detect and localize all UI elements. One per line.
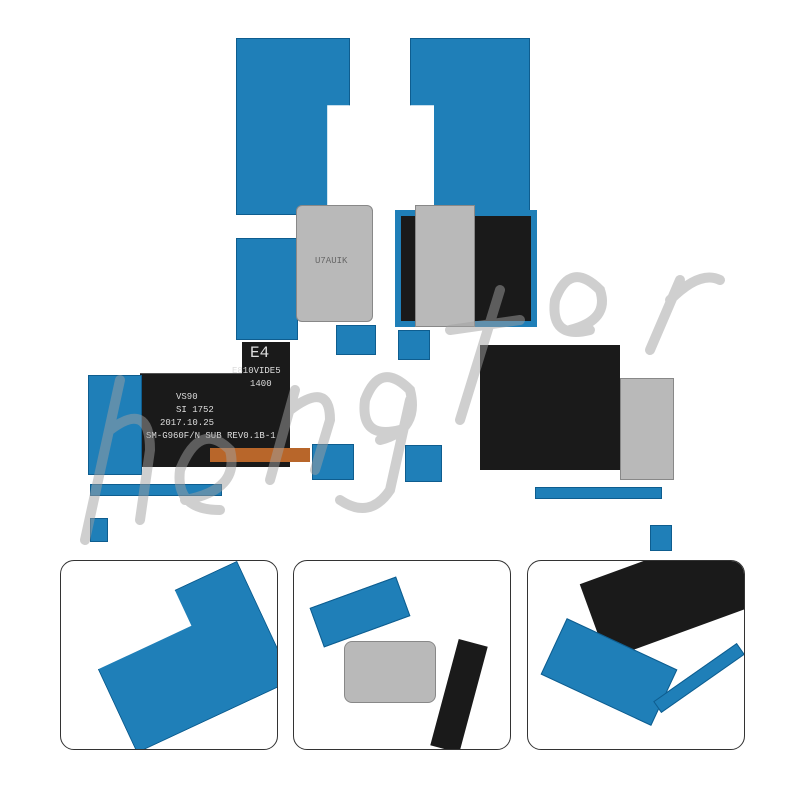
model-label: SM-G960F/N SUB REV0.1B-1 xyxy=(146,431,276,441)
shielding-plate xyxy=(620,378,674,480)
left-small-board xyxy=(312,444,354,480)
board-closeup xyxy=(309,576,411,648)
left-antenna-strip xyxy=(90,484,222,496)
lot-code: E810VIDE5 xyxy=(232,366,281,376)
right-flex-cable xyxy=(480,345,620,470)
left-top-antenna-board xyxy=(236,38,350,215)
left-copper-flex xyxy=(210,448,310,462)
date-label: 2017.10.25 xyxy=(160,418,215,428)
marking-e4: E4 xyxy=(250,344,270,362)
right-antenna-strip xyxy=(535,487,662,499)
microphone-board xyxy=(336,325,376,355)
flex-closeup xyxy=(430,638,488,749)
usb-c-port-front: U7AUIK xyxy=(296,205,373,322)
usb-c-port-back xyxy=(415,205,475,327)
lot-code-2: 1400 xyxy=(250,379,272,389)
usb-c-port-closeup xyxy=(344,641,436,703)
detail-panel-usb-port xyxy=(293,560,511,750)
connector-mark: U7AUIK xyxy=(315,256,348,266)
right-rf-pad xyxy=(650,525,672,551)
left-rf-connector xyxy=(90,518,108,542)
right-small-board xyxy=(405,445,442,482)
antenna-board-closeup xyxy=(81,561,278,750)
right-mic-board xyxy=(398,330,430,360)
code-label: SI 1752 xyxy=(176,405,214,415)
right-top-antenna-board xyxy=(410,38,530,215)
detail-panel-connector xyxy=(527,560,745,750)
variant-label: VS90 xyxy=(176,392,198,402)
display-connector-board xyxy=(88,375,142,475)
left-main-board xyxy=(236,238,298,340)
detail-panel-antenna xyxy=(60,560,278,750)
